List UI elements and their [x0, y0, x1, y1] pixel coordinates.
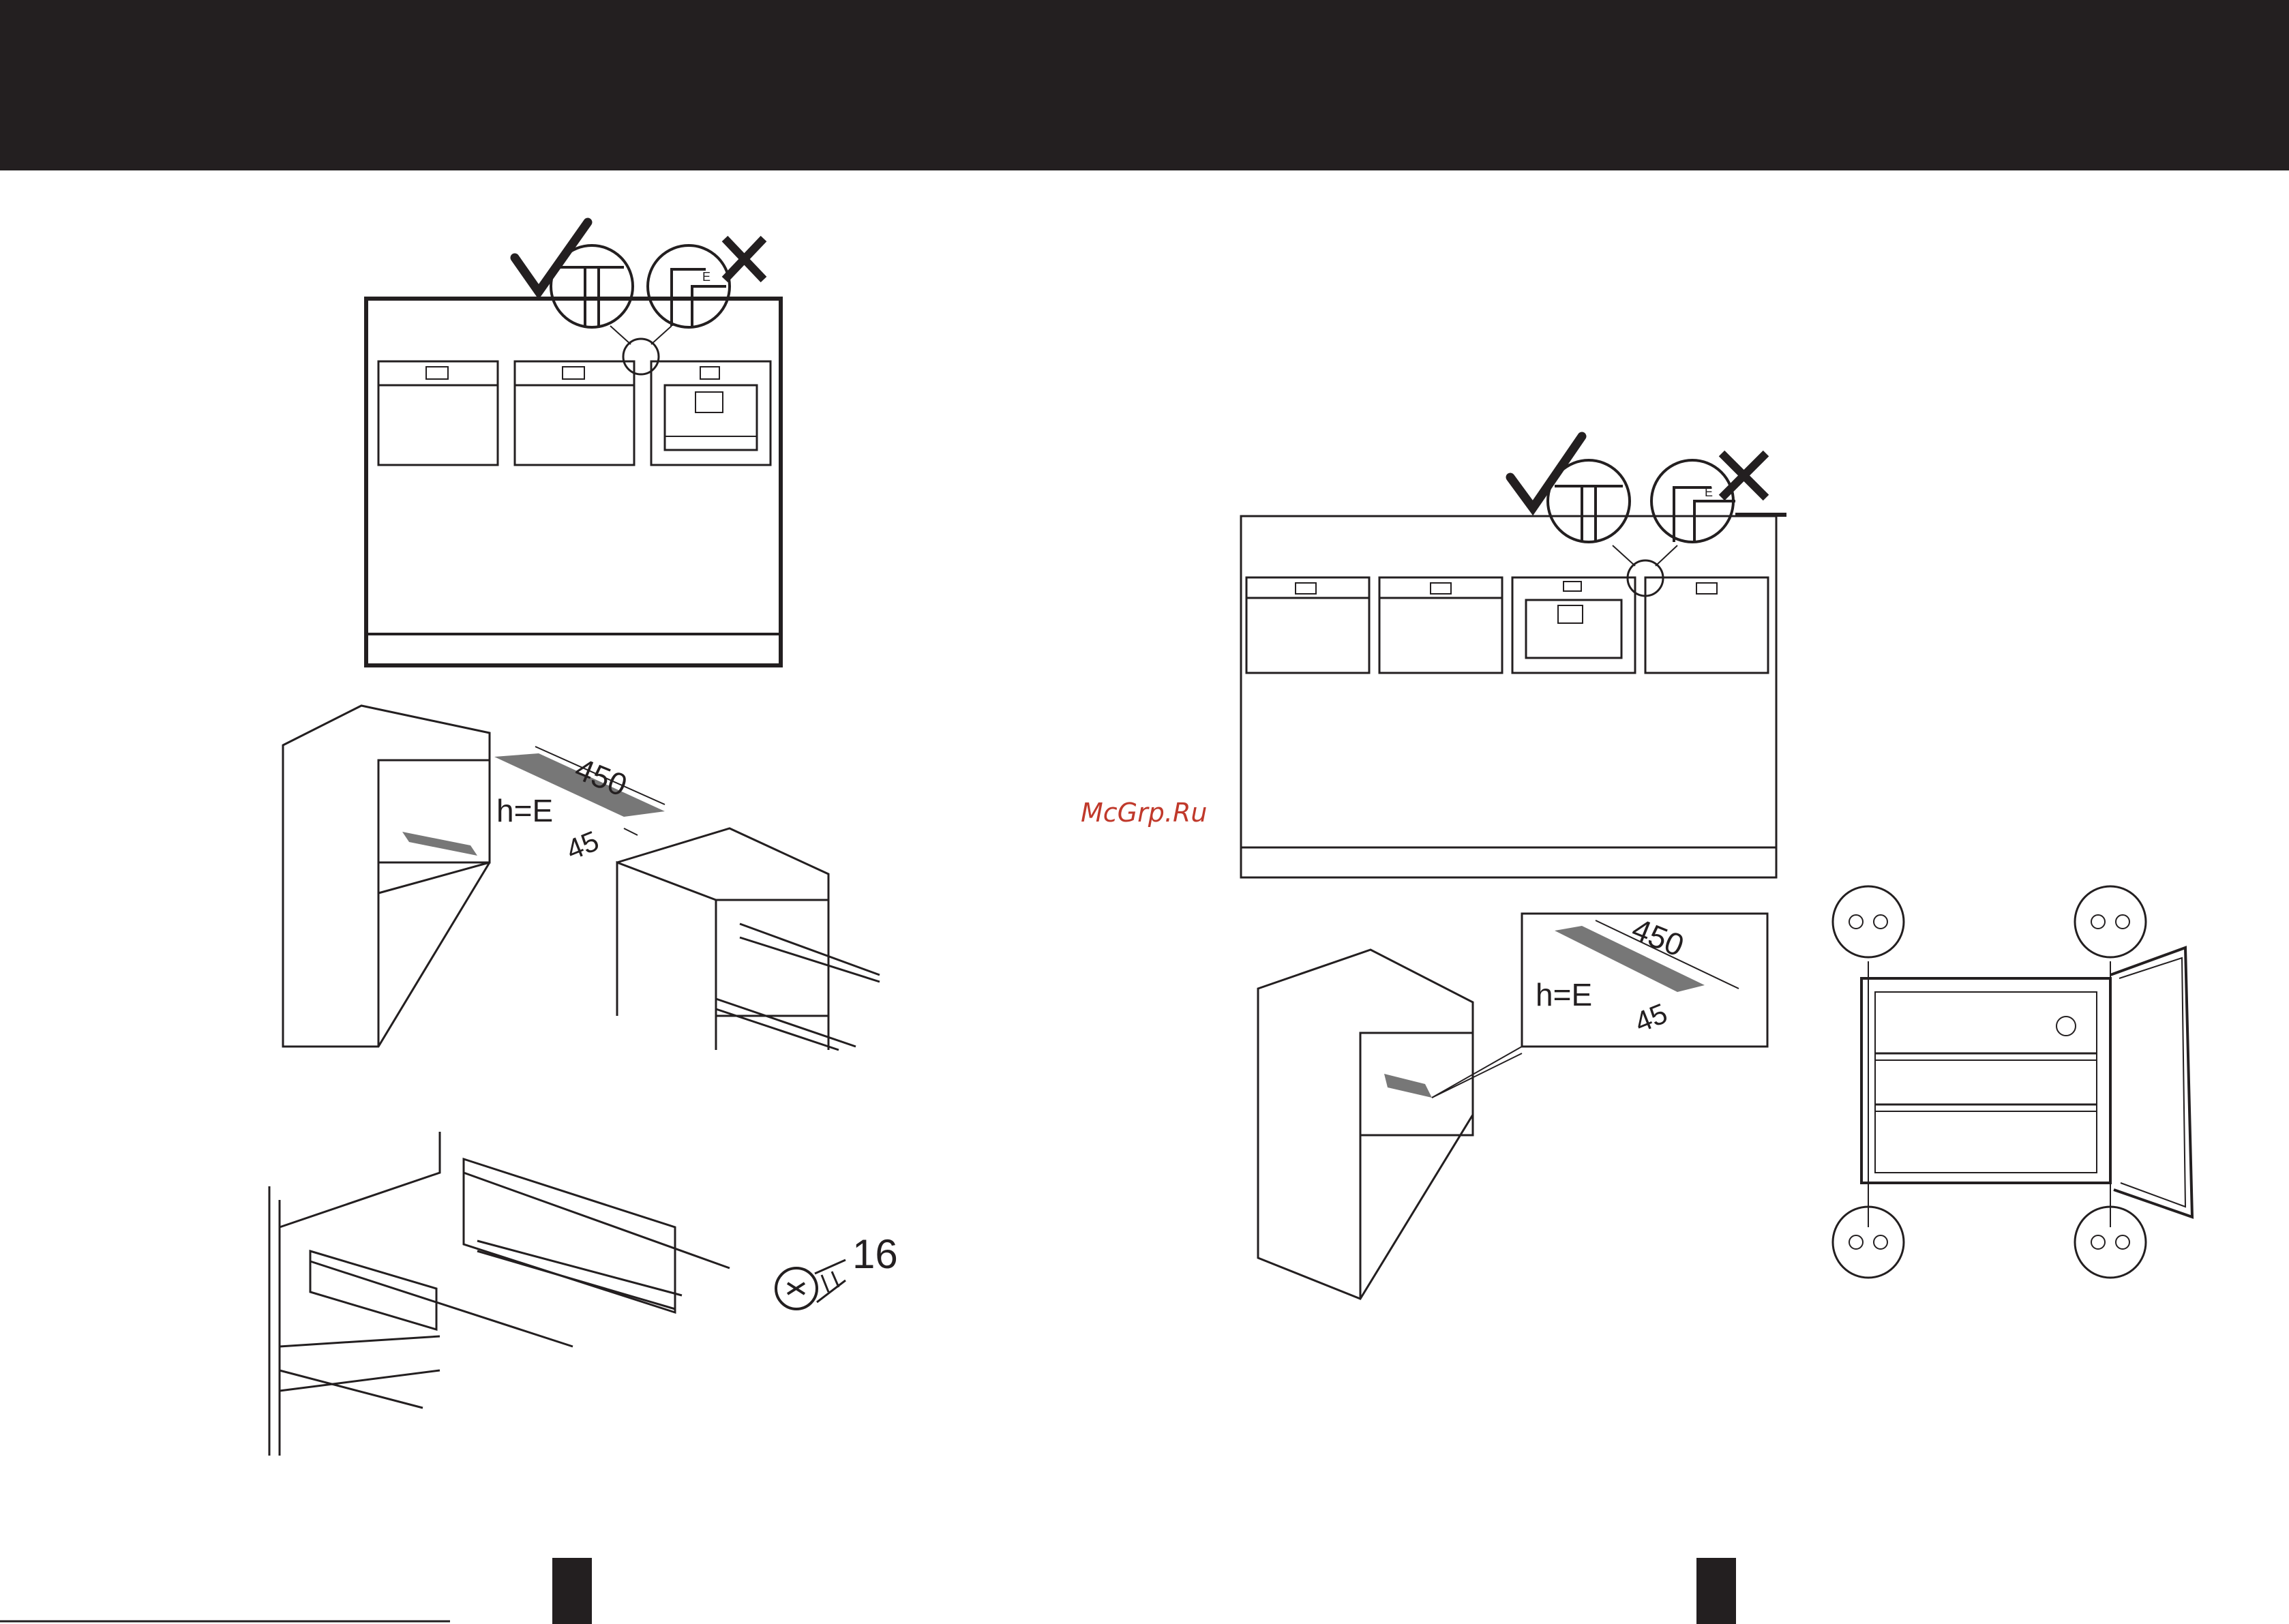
coffee-machine-front: [1512, 577, 1635, 673]
rail-mounting-diagram-left: 16: [269, 1132, 898, 1456]
rail-dimension-diagram-left: 450 h=E 45: [283, 706, 880, 1050]
flush-alignment-diagram-left: E: [366, 222, 781, 665]
gap-label: E: [702, 270, 710, 284]
page-number-block: [1696, 1558, 1736, 1624]
cabinet-outline: [366, 299, 781, 665]
flush-alignment-diagram-right: E: [1241, 436, 1786, 877]
screw-detail-circle: [1833, 886, 1904, 957]
height-rule-label: h=E: [496, 793, 553, 828]
oven-front: [515, 361, 634, 465]
cabinet-outline: [1241, 516, 1776, 877]
fridge-door-reversal-diagram: [1833, 886, 2192, 1278]
oven-front: [1379, 577, 1502, 673]
rail-offset-label: 45: [562, 824, 603, 866]
cross-mark-icon: [1722, 453, 1766, 498]
oven-front: [378, 361, 498, 465]
rail-offset-label: 45: [1630, 997, 1672, 1038]
fridge-body: [1861, 978, 2110, 1183]
oven-front: [1645, 577, 1768, 673]
rail-strip: [1384, 1074, 1432, 1098]
joint-marker: [623, 339, 659, 374]
page-number-block: [552, 1558, 592, 1624]
screw-quantity: 16: [852, 1231, 898, 1277]
check-mark-icon: [1510, 436, 1582, 508]
gap-detail-circle: E: [1651, 460, 1735, 542]
rail-dimension-diagram-right: 450 h=E 45: [1258, 911, 1767, 1299]
cross-mark-icon: [725, 239, 764, 280]
rail-strip: [402, 832, 477, 856]
screw-detail-circle: [2075, 886, 2146, 957]
screw-icon: [776, 1260, 846, 1309]
gap-label: E: [1705, 485, 1713, 499]
check-mark-icon: [515, 222, 588, 292]
fridge-door: [2110, 948, 2192, 1217]
oven-front: [1246, 577, 1369, 673]
coffee-machine-front: [651, 361, 771, 465]
height-rule-label: h=E: [1536, 977, 1592, 1012]
gap-detail-circle: E: [648, 245, 730, 327]
watermark: McGrp.Ru: [1081, 798, 1207, 828]
